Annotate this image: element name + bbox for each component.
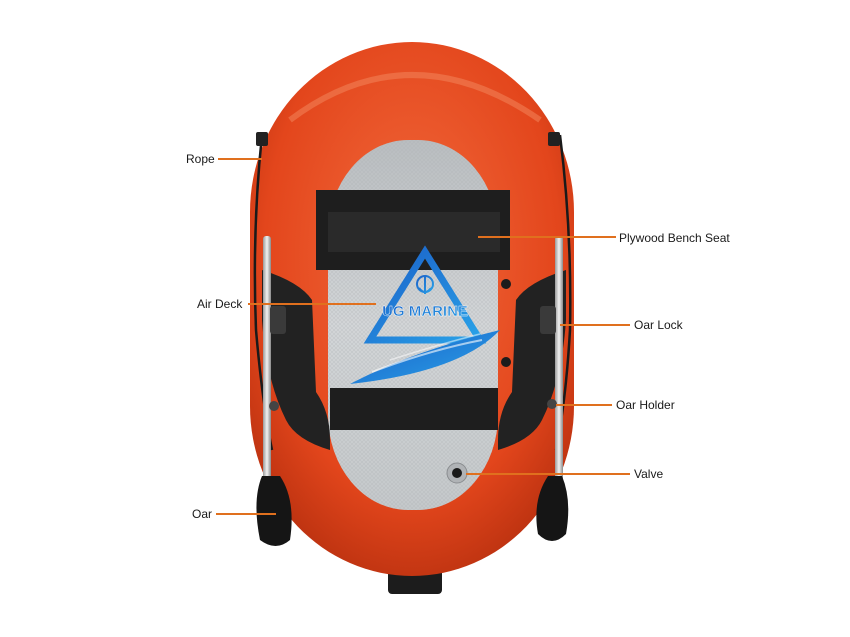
oar-locks: [270, 306, 556, 334]
oar-label: Oar: [192, 507, 213, 521]
plywood-bench-seat-leader: [478, 236, 616, 238]
oars: [256, 236, 569, 546]
oar-holders: [269, 399, 557, 411]
deck-fittings: [501, 279, 511, 367]
plywood-bench-seat-label: Plywood Bench Seat: [619, 231, 730, 245]
valve-leader: [466, 473, 630, 475]
valve-label: Valve: [634, 467, 664, 481]
rope-label: Rope: [186, 152, 215, 166]
oar-holder-leader: [556, 404, 612, 406]
oar-holder-label: Oar Holder: [616, 398, 675, 412]
oar-lock-label: Oar Lock: [634, 318, 683, 332]
oar-lock-leader: [560, 324, 630, 326]
bench-seat: [316, 190, 510, 430]
logo-wordmark: UG MARINE: [382, 303, 468, 320]
air-deck-leader: [248, 303, 376, 305]
rope-leader: [218, 158, 262, 160]
ug-marine-logo: UG MARINE: [350, 245, 500, 384]
air-deck-label: Air Deck: [197, 297, 243, 311]
valve: [446, 462, 468, 484]
oar-leader: [216, 513, 276, 515]
